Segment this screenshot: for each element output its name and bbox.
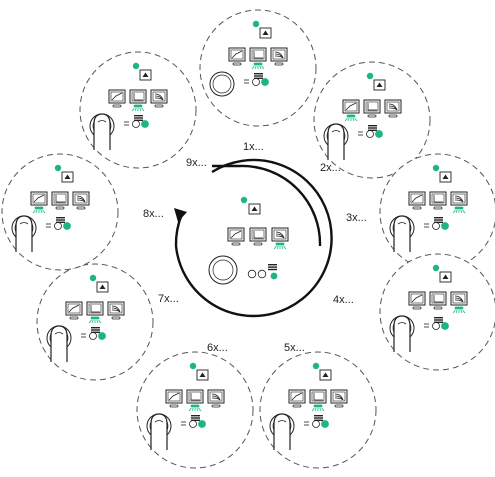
eject-button-icon [97,282,108,292]
step-label-7: 7x... [158,293,179,305]
monitor-signal-icon [272,228,288,249]
led-indicator-icon [271,273,278,280]
press-button [209,256,237,284]
dashed-circle [2,154,118,270]
monitor-grid-icon [250,228,266,245]
finger-icon [151,414,167,450]
led-indicator-icon [367,73,373,79]
step-bubble-9 [80,52,196,168]
eject-button-icon [62,172,73,182]
finger-icon [328,124,344,160]
eject-button-icon [440,172,451,182]
led-indicator-icon [433,265,439,271]
led-indicator-icon [241,197,247,203]
monitor-chart-icon [228,228,244,245]
step-label-4: 4x... [333,294,354,306]
eject-button-icon [260,28,271,38]
step-bubble-4 [380,254,495,370]
press-button [210,72,234,96]
led-indicator-icon [190,363,196,369]
step-label-2: 2x... [320,162,341,174]
step-bubble-3 [380,154,495,270]
step-label-9: 9x... [186,157,207,169]
step-bubble-8 [2,154,118,270]
dashed-circle [380,154,495,270]
finger-icon [51,326,67,362]
step-label-6: 6x... [207,342,228,354]
led-indicator-icon [433,165,439,171]
step-bubble-1 [200,10,316,126]
center-device [209,197,288,284]
step-label-5: 5x... [284,342,305,354]
led-indicator-icon [313,363,319,369]
finger-icon [94,114,110,150]
step-label-8: 8x... [143,208,164,220]
finger-icon [274,414,290,450]
led-indicator-icon [55,165,61,171]
eject-button-icon [197,370,208,380]
dashed-circle [380,254,495,370]
eject-button-icon [320,370,331,380]
led-indicator-icon [253,21,259,27]
eject-button-icon [440,272,451,282]
step-bubble-6 [137,352,253,468]
finger-icon [16,216,32,252]
step-label-1: 1x... [243,141,264,153]
led-indicator-icon [90,275,96,281]
finger-icon [394,216,410,252]
step-bubble-5 [260,352,376,468]
finger-icon [394,316,410,352]
eject-button-icon [140,70,151,80]
eject-button-icon [374,80,385,90]
led-indicator-icon [133,63,139,69]
step-bubble-7 [37,264,153,380]
eject-button-icon [249,204,260,214]
step-label-3: 3x... [346,212,367,224]
